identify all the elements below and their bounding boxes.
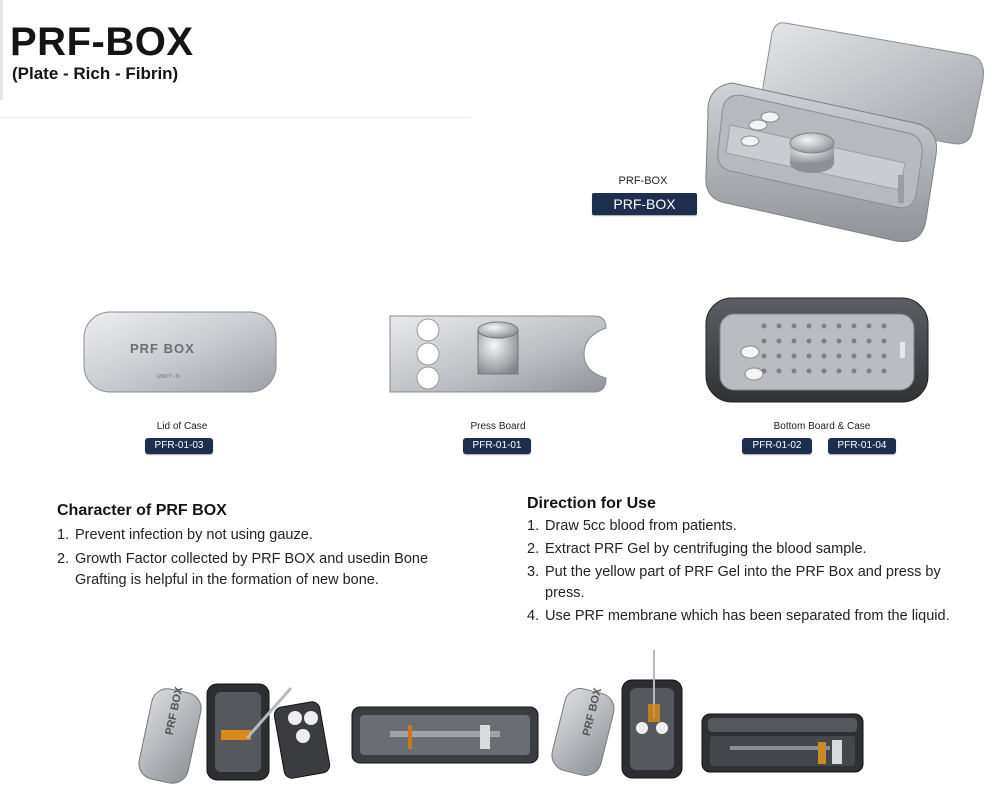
divider — [0, 117, 470, 118]
list-item: 1. Prevent infection by not using gauze. — [57, 525, 497, 546]
press-board-caption: Press Board — [470, 421, 526, 432]
usage-photo-3 — [550, 648, 690, 783]
lid-caption: Lid of Case — [156, 421, 208, 432]
bottom-board-code-badge: PFR-01-02 — [742, 438, 812, 454]
lid-engraving: PRF BOX — [130, 341, 195, 356]
list-item-number: 1. — [57, 527, 70, 543]
usage-photo-2 — [350, 705, 540, 765]
hero-box-photo — [700, 15, 990, 250]
usage-photo-4 — [700, 712, 865, 774]
press-board-photo — [384, 312, 612, 396]
page-title: PRF-BOX — [10, 20, 194, 64]
hero-code-badge: PRF-BOX — [592, 193, 697, 215]
list-item-number: 2. — [527, 541, 540, 557]
list-item: 4. Use PRF membrane which has been separa… — [527, 606, 997, 627]
list-item-text: Extract PRF Gel by centrifuging the bloo… — [545, 541, 867, 557]
list-item-number: 1. — [527, 518, 540, 534]
hero-caption: PRF-BOX — [618, 175, 668, 187]
list-item: 3. Put the yellow part of PRF Gel into th… — [527, 562, 997, 604]
list-item: 2. Growth Factor collected by PRF BOX and… — [57, 549, 497, 591]
left-edge-bar — [0, 0, 3, 100]
list-item-number: 4. — [527, 608, 540, 624]
list-item-text: Put the yellow part of PRF Gel into the … — [545, 564, 941, 580]
list-item-continuation: press. — [545, 585, 585, 601]
case-code-badge: PFR-01-04 — [828, 438, 896, 454]
list-item-text: Use PRF membrane which has been separate… — [545, 608, 950, 624]
list-item: 2. Extract PRF Gel by centrifuging the bl… — [527, 539, 997, 560]
character-heading: Character of PRF BOX — [57, 502, 227, 519]
character-list: 1.Prevent infection by not using gauze. … — [57, 525, 497, 591]
page-subtitle: (Plate - Rich - Fibrin) — [12, 64, 179, 83]
list-item-number: 3. — [527, 564, 540, 580]
usage-photo-1 — [135, 660, 335, 785]
lid-code-badge: PFR-01-03 — [145, 438, 213, 454]
lid-engraving-small: UMCT - ® — [157, 374, 180, 380]
list-item-text: Draw 5cc blood from patients. — [545, 518, 737, 534]
bottom-case-caption: Bottom Board & Case — [773, 421, 871, 432]
lid-photo — [82, 310, 278, 394]
press-board-code-badge: PFR-01-01 — [463, 438, 531, 454]
direction-list: 1. Draw 5cc blood from patients. 2. Extrac… — [527, 516, 997, 627]
list-item-number: 2. — [57, 551, 70, 567]
list-item-continuation: Grafting is helpful in the formation of … — [75, 572, 379, 588]
list-item-text: Growth Factor collected by PRF BOX and u… — [75, 551, 429, 567]
direction-heading: Direction for Use — [527, 495, 656, 512]
bottom-case-photo — [704, 296, 930, 404]
list-item-text: Prevent infection by not using gauze. — [75, 527, 313, 543]
list-item: 1. Draw 5cc blood from patients. — [527, 516, 997, 537]
